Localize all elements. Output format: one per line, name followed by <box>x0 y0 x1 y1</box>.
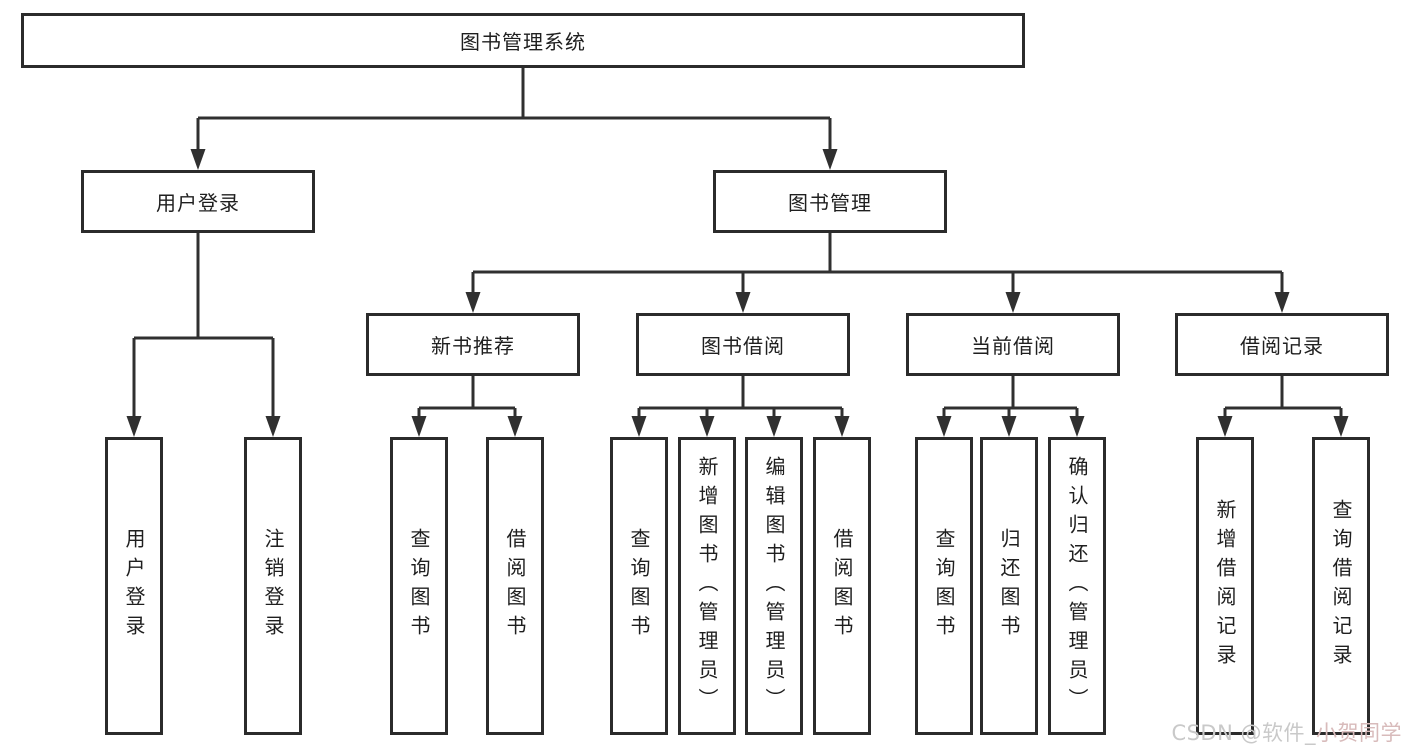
arrowhead <box>766 416 782 437</box>
node-current-borrow: 当前借阅 <box>906 313 1120 376</box>
arrowhead <box>465 292 481 313</box>
node-user-login: 用户登录 <box>81 170 315 233</box>
node-label: 图书借阅 <box>701 334 785 358</box>
arrowhead <box>735 292 751 313</box>
arrowhead <box>822 149 838 170</box>
leaf-bb-add-books-admin: 新增图书（管理员） <box>678 437 736 735</box>
arrowhead <box>1069 416 1085 437</box>
connector-borrow-to-leaves <box>637 376 844 417</box>
node-book-management: 图书管理 <box>713 170 947 233</box>
leaf-bb-borrow-books: 借阅图书 <box>813 437 871 735</box>
connector-userlogin-to-leaves <box>132 233 275 417</box>
node-label: 新增借阅记录 <box>1213 499 1237 673</box>
arrowheads <box>126 149 1349 437</box>
arrowhead <box>126 416 142 437</box>
arrowhead <box>936 416 952 437</box>
node-label: 借阅记录 <box>1240 334 1324 358</box>
arrowhead <box>411 416 427 437</box>
node-label: 当前借阅 <box>971 334 1055 358</box>
node-label: 图书管理系统 <box>460 30 586 54</box>
connector-bookmgmt-to-level3 <box>471 233 1284 293</box>
arrowhead <box>507 416 523 437</box>
arrowhead <box>1001 416 1017 437</box>
node-label: 注销登录 <box>261 528 285 644</box>
node-label: 确认归还（管理员） <box>1065 455 1089 717</box>
node-label: 归还图书 <box>997 528 1021 644</box>
connector-newbook-to-leaves <box>417 376 517 417</box>
connector-current-to-leaves <box>942 376 1079 417</box>
node-library-system: 图书管理系统 <box>21 13 1025 68</box>
leaf-br-add-record: 新增借阅记录 <box>1196 437 1254 735</box>
node-label: 查询借阅记录 <box>1329 499 1353 673</box>
node-label: 借阅图书 <box>503 528 527 644</box>
node-label: 用户登录 <box>156 191 240 215</box>
leaf-bb-edit-books-admin: 编辑图书（管理员） <box>745 437 803 735</box>
node-label: 图书管理 <box>788 191 872 215</box>
connector-records-to-leaves <box>1223 376 1343 417</box>
node-book-borrow: 图书借阅 <box>636 313 850 376</box>
node-label: 查询图书 <box>407 528 431 644</box>
arrowhead <box>1274 292 1290 313</box>
arrowhead <box>1333 416 1349 437</box>
connector-root-to-level2 <box>196 68 832 150</box>
leaf-cb-return-books: 归还图书 <box>980 437 1038 735</box>
leaf-logout: 注销登录 <box>244 437 302 735</box>
arrowhead <box>1217 416 1233 437</box>
arrowhead <box>834 416 850 437</box>
leaf-bb-query-books: 查询图书 <box>610 437 668 735</box>
leaf-nb-query-books: 查询图书 <box>390 437 448 735</box>
arrowhead <box>1005 292 1021 313</box>
node-label: 查询图书 <box>627 528 651 644</box>
node-label: 借阅图书 <box>830 528 854 644</box>
node-label: 新增图书（管理员） <box>695 455 719 717</box>
node-borrow-records: 借阅记录 <box>1175 313 1389 376</box>
arrowhead <box>699 416 715 437</box>
node-label: 编辑图书（管理员） <box>762 455 786 717</box>
node-label: 查询图书 <box>932 528 956 644</box>
leaf-cb-confirm-return-admin: 确认归还（管理员） <box>1048 437 1106 735</box>
leaf-nb-borrow-books: 借阅图书 <box>486 437 544 735</box>
leaf-user-login: 用户登录 <box>105 437 163 735</box>
leaf-br-query-record: 查询借阅记录 <box>1312 437 1370 735</box>
node-new-book-recommend: 新书推荐 <box>366 313 580 376</box>
arrowhead <box>631 416 647 437</box>
node-label: 用户登录 <box>122 528 146 644</box>
arrowhead <box>190 149 206 170</box>
node-label: 新书推荐 <box>431 334 515 358</box>
leaf-cb-query-books: 查询图书 <box>915 437 973 735</box>
arrowhead <box>265 416 281 437</box>
